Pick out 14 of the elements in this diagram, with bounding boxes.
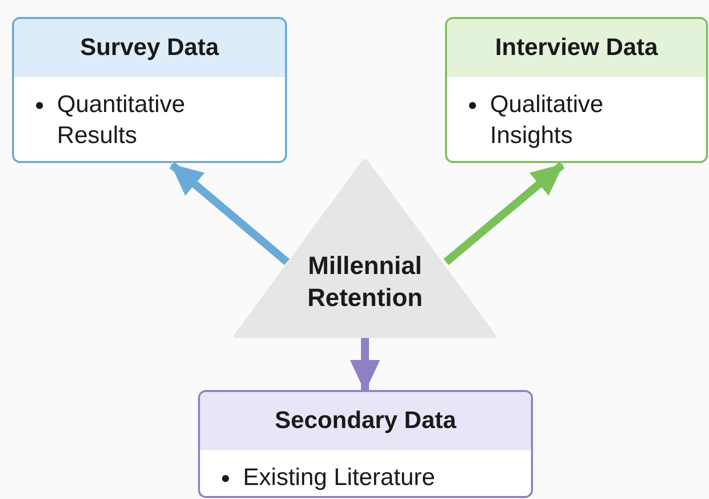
data-box bbox=[198, 390, 533, 498]
box-heading: Secondary Data bbox=[274, 406, 456, 436]
triangle-label: Millennial Retention bbox=[306, 251, 424, 314]
box-heading: Interview Data bbox=[495, 33, 658, 63]
box-heading: Survey Data bbox=[80, 33, 219, 63]
arrow bbox=[443, 162, 565, 266]
bullet-text: Qualitative Insights bbox=[490, 90, 604, 151]
arrow bbox=[350, 338, 380, 392]
arrow bbox=[169, 162, 290, 266]
bullet-text: Existing Literature bbox=[243, 463, 436, 493]
bullet-text: Quantitative Results bbox=[57, 90, 186, 151]
data-box bbox=[445, 17, 708, 163]
data-box bbox=[12, 17, 287, 163]
triangle bbox=[233, 158, 497, 338]
